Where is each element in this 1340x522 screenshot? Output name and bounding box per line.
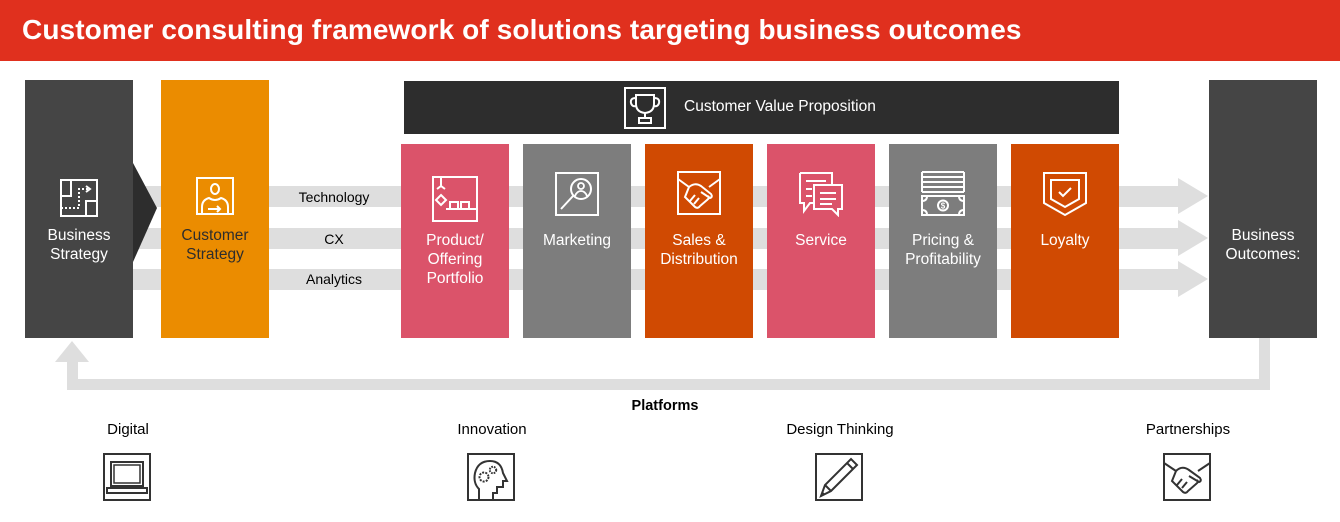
loyalty-label: Loyalty <box>1040 232 1090 249</box>
pricing-label-line1: Pricing & <box>911 232 975 249</box>
magnify-person-icon <box>555 172 599 216</box>
pricing-label-line2: Profitability <box>905 251 981 268</box>
shield-check-icon <box>1043 172 1087 217</box>
pricing-profitability-block: $ Pricing & Profitability <box>889 144 997 338</box>
chat-bubbles-icon <box>799 172 843 217</box>
business-outcomes-line1: Business <box>1231 227 1295 244</box>
business-outcomes-block: Business Outcomes: <box>1209 80 1317 338</box>
business-strategy-block: Business Strategy <box>25 80 133 338</box>
page-title: Customer consulting framework of solutio… <box>22 14 1022 45</box>
sales-label-line2: Distribution <box>660 251 738 268</box>
platform-label-innovation: Innovation <box>457 421 527 438</box>
customer-value-proposition-label: Customer Value Proposition <box>684 98 876 115</box>
product-offering-portfolio-block: Product/ Offering Portfolio <box>401 144 509 338</box>
platform-label-design-thinking: Design Thinking <box>786 421 894 438</box>
robot-arm-icon <box>432 176 478 222</box>
service-label: Service <box>795 232 847 249</box>
floor-plan-icon <box>60 179 98 217</box>
product-label-line1: Product/ <box>426 232 484 249</box>
header-bar: Customer consulting framework of solutio… <box>0 0 1340 61</box>
business-strategy-line2: Strategy <box>50 246 108 263</box>
marketing-label: Marketing <box>542 232 612 249</box>
business-outcomes-line2: Outcomes: <box>1225 246 1301 263</box>
platforms-title: Platforms <box>631 398 699 414</box>
laptop-icon <box>103 453 151 501</box>
product-label-line3: Portfolio <box>426 270 484 287</box>
sales-label-line1: Sales & <box>672 232 726 249</box>
service-block: Service <box>767 144 875 338</box>
platform-label-partnerships: Partnerships <box>1145 421 1231 438</box>
pencil-icon <box>815 453 863 501</box>
customer-strategy-line2: Strategy <box>186 246 244 263</box>
customer-strategy-line1: Customer <box>181 227 249 244</box>
svg-text:$: $ <box>941 202 946 211</box>
product-label-line2: Offering <box>427 251 483 268</box>
band-label-analytics: Analytics <box>305 271 363 287</box>
money-stack-icon: $ <box>921 171 965 216</box>
handshake-icon <box>677 171 721 215</box>
sales-distribution-block: Sales & Distribution <box>645 144 753 338</box>
band-label-technology: Technology <box>298 189 370 205</box>
business-strategy-line1: Business <box>47 227 111 244</box>
customer-strategy-block: Customer Strategy <box>161 80 269 338</box>
band-label-cx: CX <box>324 231 344 247</box>
marketing-block: Marketing <box>523 144 631 338</box>
customer-value-proposition-bar: Customer Value Proposition <box>404 81 1119 134</box>
handshake-icon <box>1163 453 1211 501</box>
platform-label-digital: Digital <box>107 421 149 438</box>
trophy-icon <box>624 87 666 129</box>
person-arrow-icon <box>196 177 234 215</box>
loyalty-block: Loyalty <box>1011 144 1119 338</box>
head-gears-icon <box>467 453 515 501</box>
